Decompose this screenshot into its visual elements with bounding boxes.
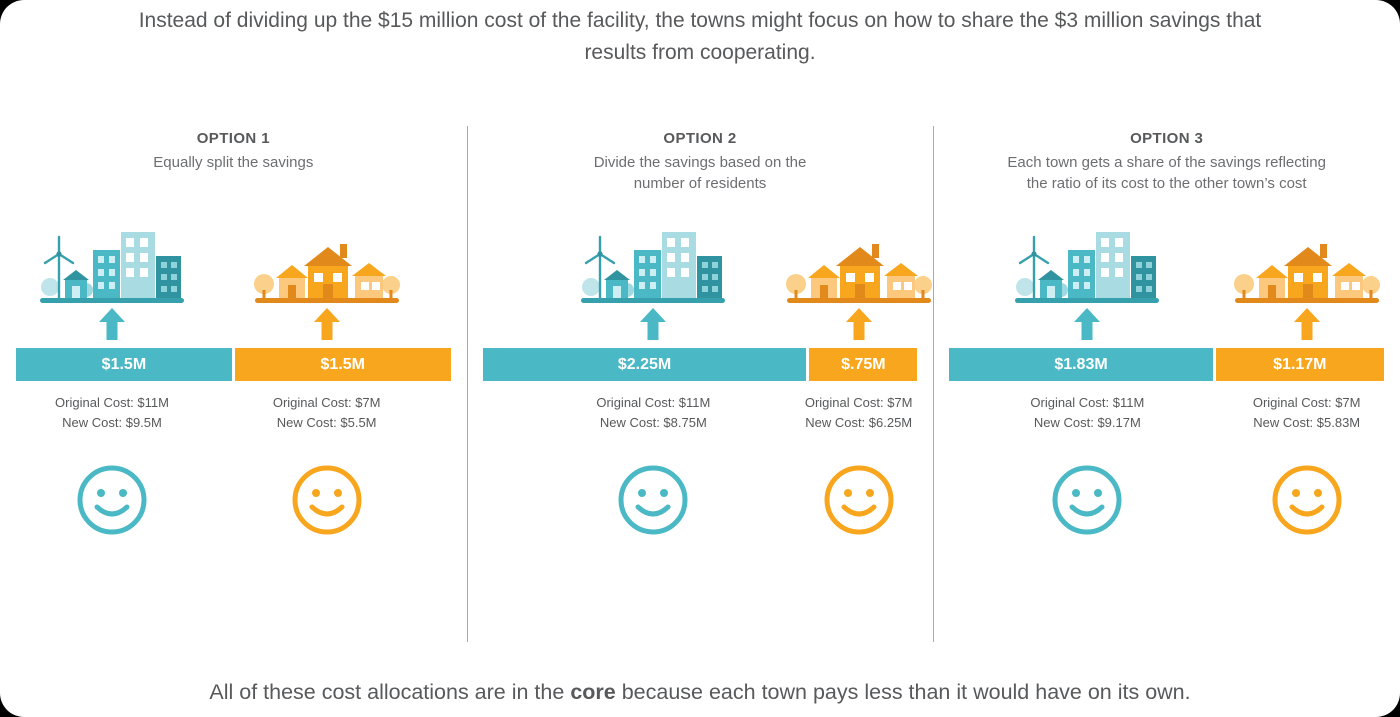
up-arrow-icon (1074, 308, 1101, 340)
teal-city-illustration (37, 224, 187, 304)
savings-label: $.75M (841, 355, 886, 373)
up-arrow-icon (1293, 308, 1320, 340)
town-a-costs: Original Cost: $11M New Cost: $9.17M (1030, 393, 1144, 433)
original-cost-text: Original Cost: $11M (1030, 395, 1145, 410)
smiley-row (933, 463, 1400, 541)
savings-label: $2.25M (617, 355, 672, 373)
column-divider (466, 126, 468, 642)
original-cost-text: Original Cost: $7M (1252, 395, 1361, 410)
towns-row (933, 222, 1400, 340)
costs-row: Original Cost: $11M New Cost: $9.5M Orig… (0, 393, 467, 441)
teal-city-illustration (1012, 224, 1162, 304)
town-b-costs: Original Cost: $7M New Cost: $5.83M (1253, 393, 1361, 433)
orange-village-illustration (252, 224, 402, 304)
up-arrow-icon (640, 308, 667, 340)
costs-row: Original Cost: $11M New Cost: $9.17M Ori… (933, 393, 1400, 441)
option-subtitle: Each town gets a share of the savings re… (933, 152, 1400, 196)
smiley-face-icon (75, 463, 149, 537)
option-subtitle-line: the ratio of its cost to the other town’… (1026, 175, 1307, 192)
town-b-savings-segment: $.75M (809, 348, 918, 381)
town-a-stack (37, 224, 187, 340)
option-title: OPTION 3 (1130, 130, 1204, 147)
option-subtitle: Equally split the savings (0, 152, 467, 196)
new-cost-text: New Cost: $9.17M (1033, 415, 1141, 431)
option-subtitle: Divide the savings based on the number o… (467, 152, 934, 196)
smiley-row (467, 463, 934, 541)
new-cost-text: New Cost: $9.5M (62, 415, 162, 431)
towns-row (0, 222, 467, 340)
header-line-1: Instead of dividing up the $15 million c… (138, 9, 1262, 32)
town-b-stack (1232, 224, 1382, 340)
savings-bar: $2.25M $.75M (482, 348, 918, 381)
savings-bar: $1.5M $1.5M (16, 348, 451, 381)
smiley-face-icon (290, 463, 364, 537)
towns-row (467, 222, 934, 340)
option-subtitle-line: Each town gets a share of the savings re… (1007, 154, 1326, 171)
savings-label: $1.5M (101, 355, 147, 373)
option-subtitle-line: Equally split the savings (153, 154, 314, 171)
town-a-costs: Original Cost: $11M New Cost: $9.5M (55, 393, 169, 433)
town-b-savings-segment: $1.5M (234, 348, 451, 381)
new-cost-text: New Cost: $5.83M (1253, 415, 1361, 431)
savings-label: $1.83M (1054, 355, 1108, 373)
costs-row: Original Cost: $11M New Cost: $8.75M Ori… (467, 393, 934, 441)
smiley-row (0, 463, 467, 541)
footer-suffix: because each town pays less than it woul… (615, 680, 1191, 704)
option-subtitle-line: number of residents (633, 175, 767, 192)
town-a-savings-segment: $1.5M (16, 348, 232, 381)
original-cost-text: Original Cost: $11M (596, 395, 711, 410)
up-arrow-icon (845, 308, 872, 340)
option-subtitle-line: Divide the savings based on the (593, 154, 807, 171)
smiley-face-icon (1050, 463, 1124, 537)
town-b-savings-segment: $1.17M (1215, 348, 1385, 381)
new-cost-text: New Cost: $5.5M (276, 415, 377, 431)
savings-bar: $1.83M $1.17M (949, 348, 1385, 381)
option-column-3: OPTION 3 Each town gets a share of the s… (933, 130, 1400, 541)
footer-prefix: All of these cost allocations are in the (209, 680, 571, 704)
town-b-costs: Original Cost: $7M New Cost: $6.25M (805, 393, 913, 433)
savings-label: $1.5M (320, 355, 365, 373)
up-arrow-icon (99, 308, 125, 340)
header-line-2: results from cooperating. (584, 40, 816, 64)
new-cost-text: New Cost: $6.25M (805, 415, 913, 431)
smiley-face-icon (616, 463, 690, 537)
smiley-face-icon (1270, 463, 1344, 537)
town-a-stack (1012, 224, 1162, 340)
footer-bold-word: core (570, 680, 616, 704)
town-a-savings-segment: $1.83M (949, 348, 1213, 381)
header-text: Instead of dividing up the $15 million c… (0, 0, 1400, 68)
town-b-stack (784, 224, 934, 340)
option-column-1: OPTION 1 Equally split the savings (0, 130, 467, 541)
option-title: OPTION 2 (663, 130, 737, 147)
option-title: OPTION 1 (196, 130, 270, 147)
option-column-2: OPTION 2 Divide the savings based on the… (467, 130, 934, 541)
orange-village-illustration (1232, 224, 1382, 304)
town-b-costs: Original Cost: $7M New Cost: $5.5M (273, 393, 381, 433)
options-container: OPTION 1 Equally split the savings (0, 126, 1400, 642)
column-divider (933, 126, 935, 642)
town-a-savings-segment: $2.25M (482, 348, 807, 381)
savings-label: $1.17M (1273, 355, 1327, 373)
up-arrow-icon (313, 308, 340, 340)
new-cost-text: New Cost: $8.75M (599, 415, 707, 431)
town-a-costs: Original Cost: $11M New Cost: $8.75M (596, 393, 710, 433)
town-a-stack (578, 224, 728, 340)
original-cost-text: Original Cost: $11M (55, 395, 169, 410)
orange-village-illustration (784, 224, 934, 304)
original-cost-text: Original Cost: $7M (272, 395, 381, 410)
smiley-face-icon (822, 463, 896, 537)
teal-city-illustration (578, 224, 728, 304)
footer-text: All of these cost allocations are in the… (0, 680, 1400, 705)
original-cost-text: Original Cost: $7M (804, 395, 913, 410)
town-b-stack (252, 224, 402, 340)
